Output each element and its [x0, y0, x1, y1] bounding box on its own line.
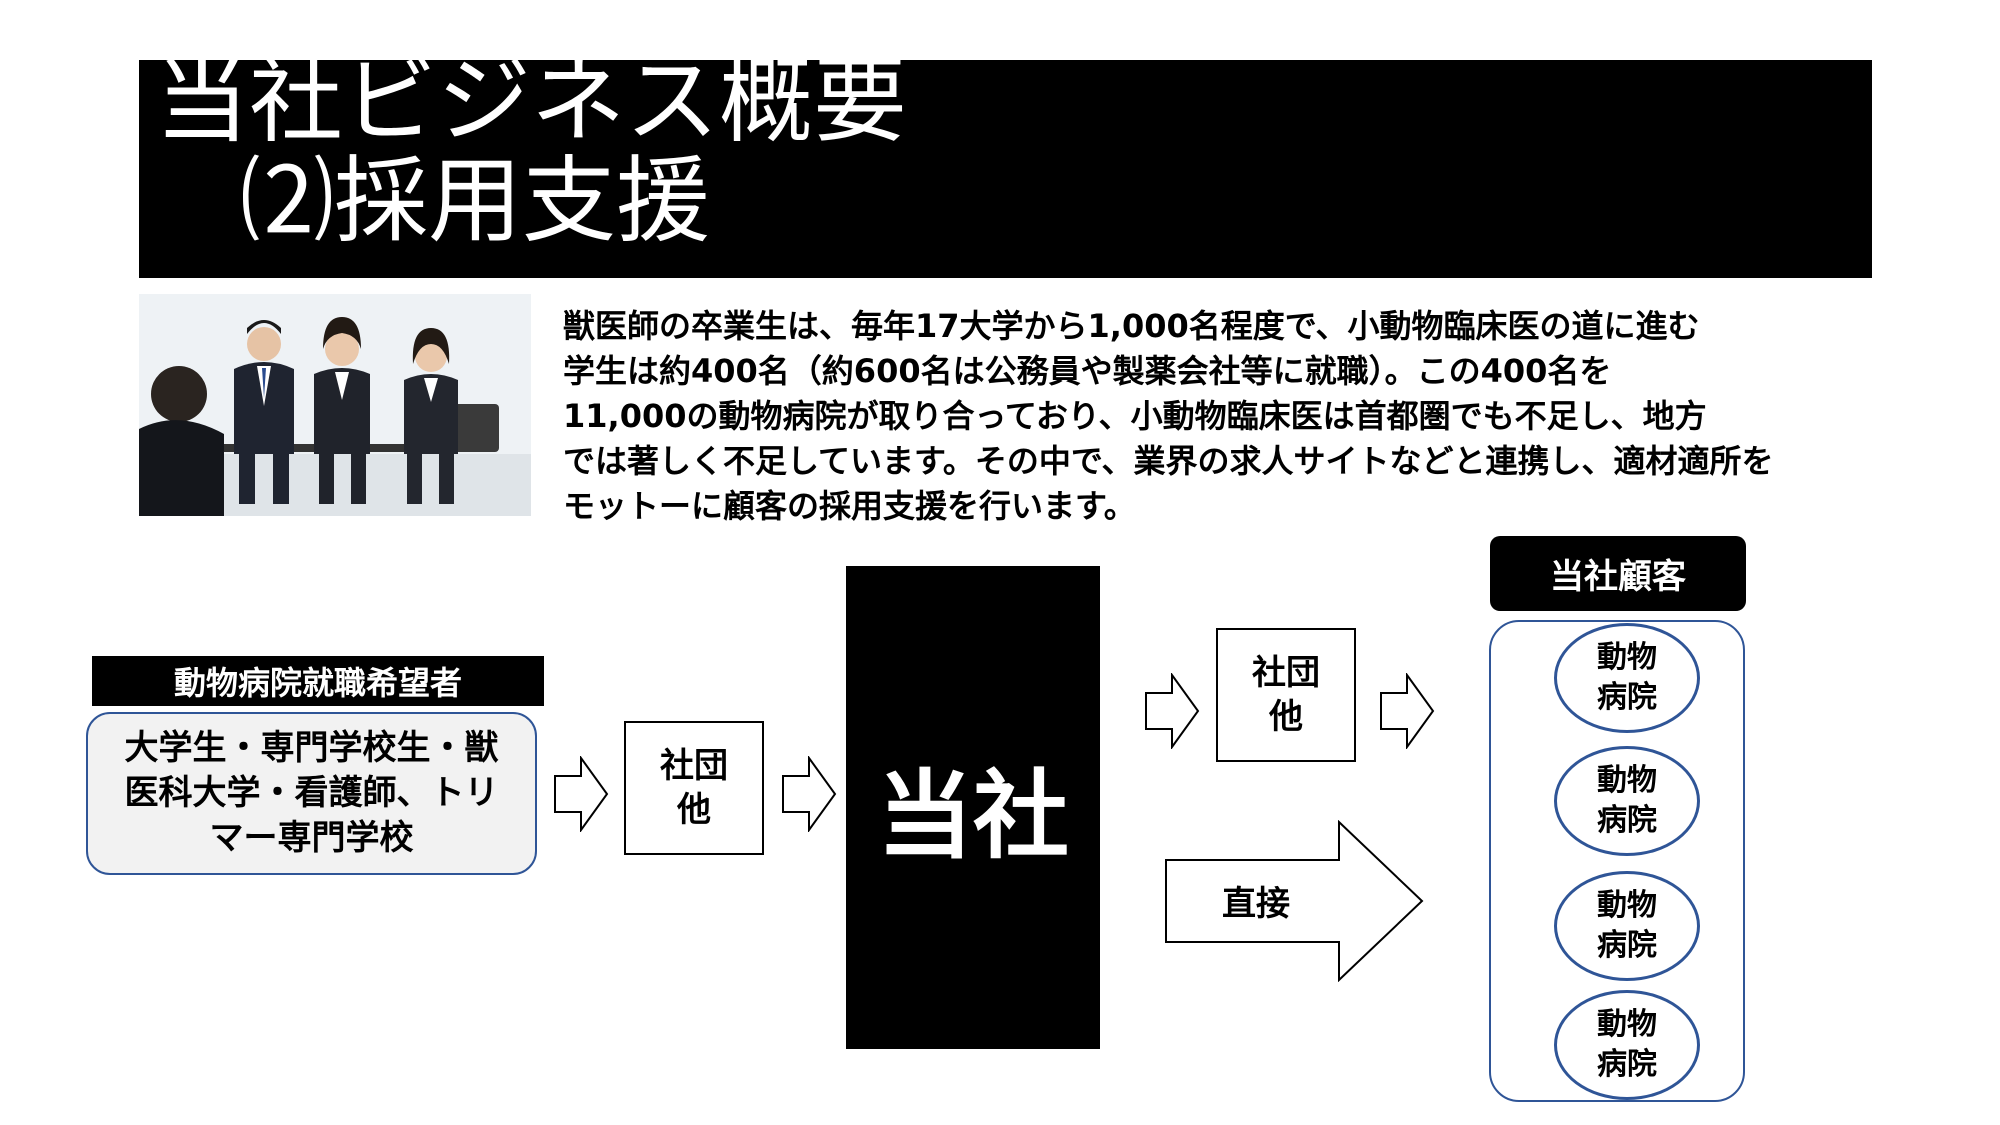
agency-box-left: 社団 他: [624, 721, 764, 855]
page-subtitle: ⑵採用支援: [240, 147, 711, 256]
agency-label: 社団: [660, 746, 728, 786]
agency-box-right: 社団 他: [1216, 628, 1356, 762]
hospital-node: 動物 病院: [1554, 623, 1700, 733]
applicants-box: 大学生・専門学校生・獣 医科大学・看護師、トリ マー専門学校: [86, 712, 537, 875]
hollow-right-arrow-icon: [554, 756, 609, 832]
hospital-label: 動物: [1597, 763, 1657, 798]
company-block: 当社: [846, 566, 1100, 1049]
hospital-label: 動物: [1597, 1007, 1657, 1042]
description-line: では著しく不足しています。その中で、業界の求人サイトなどと連携し、適材適所を: [563, 442, 1774, 480]
hospital-node: 動物 病院: [1554, 746, 1700, 856]
agency-label: 社団: [1252, 653, 1320, 693]
hospital-label: 動物: [1597, 640, 1657, 675]
direct-arrow-icon: [1165, 820, 1424, 982]
hospital-node: 動物 病院: [1554, 871, 1700, 981]
description-text: 獣医師の卒業生は、毎年17大学から1,000名程度で、小動物臨床医の道に進む 学…: [563, 304, 1863, 529]
hospital-node: 動物 病院: [1554, 990, 1700, 1100]
description-line: 学生は約400名（約600名は公務員や製薬会社等に就職）。この400名を: [563, 352, 1612, 390]
agency-label: 他: [1269, 697, 1303, 737]
agency-label: 他: [677, 790, 711, 830]
applicants-line: マー専門学校: [209, 818, 414, 858]
customers-header: 当社顧客: [1490, 536, 1746, 611]
hollow-right-arrow-icon: [1380, 673, 1435, 749]
hospital-label: 病院: [1597, 1047, 1657, 1082]
applicants-header: 動物病院就職希望者: [92, 656, 544, 706]
page-title: 当社ビジネス概要: [155, 47, 908, 156]
description-line: 獣医師の卒業生は、毎年17大学から1,000名程度で、小動物臨床医の道に進む: [563, 307, 1700, 345]
applicants-line: 医科大学・看護師、トリ: [124, 773, 499, 813]
direct-label: 直接: [1222, 884, 1290, 924]
description-line: モットーに顧客の採用支援を行います。: [563, 487, 1136, 525]
hospital-label: 病院: [1597, 680, 1657, 715]
description-line: 11,000の動物病院が取り合っており、小動物臨床医は首都圏でも不足し、地方: [563, 397, 1707, 435]
interview-photo: [139, 294, 531, 516]
hospital-label: 病院: [1597, 928, 1657, 963]
hollow-right-arrow-icon: [782, 756, 837, 832]
hospital-label: 病院: [1597, 803, 1657, 838]
applicants-line: 大学生・専門学校生・獣: [124, 728, 499, 768]
hospital-label: 動物: [1597, 888, 1657, 923]
interview-photo-illustration: [139, 294, 531, 516]
hollow-right-arrow-icon: [1145, 673, 1200, 749]
title-bar: [139, 60, 1872, 278]
